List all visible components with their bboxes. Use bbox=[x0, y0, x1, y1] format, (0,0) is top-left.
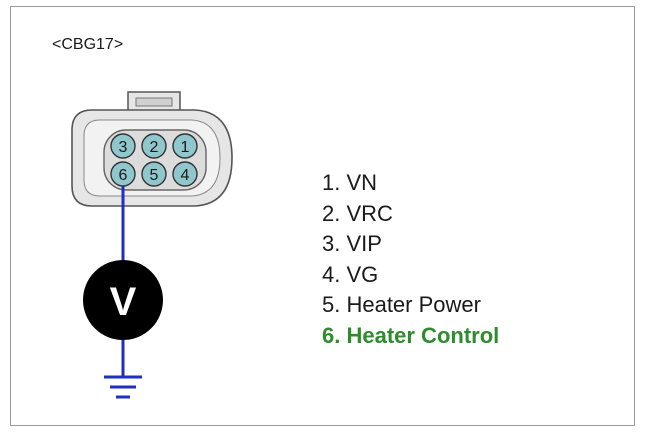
ground-symbol-icon bbox=[104, 375, 142, 399]
svg-text:1: 1 bbox=[181, 139, 190, 156]
connector-id-label: <CBG17> bbox=[52, 36, 124, 53]
pin-list-item-2: 2. VRC bbox=[322, 200, 393, 226]
svg-text:6: 6 bbox=[119, 167, 128, 184]
pin-list-item-1: 1. VN bbox=[322, 170, 378, 195]
voltmeter-icon: V bbox=[83, 260, 163, 340]
pin-5: 5 bbox=[141, 161, 167, 187]
pin-list-item-3: 3. VIP bbox=[322, 231, 382, 256]
diagram-frame bbox=[10, 6, 635, 426]
svg-text:2: 2 bbox=[150, 139, 159, 156]
pin-list-item-6: 6. Heater Control bbox=[322, 322, 500, 348]
pin-list-item-4: 4. VG bbox=[322, 261, 379, 287]
svg-text:5: 5 bbox=[150, 167, 159, 184]
pin-function-list: 1. VN 2. VRC 3. VIP 4. VG 5. Heater Powe… bbox=[322, 168, 499, 351]
pin-3: 3 bbox=[110, 133, 136, 159]
pin-list-item-5: 5. Heater Power bbox=[322, 292, 481, 317]
pin-4: 4 bbox=[172, 161, 198, 187]
pin-1: 1 bbox=[172, 133, 198, 159]
svg-text:3: 3 bbox=[119, 139, 128, 156]
pin-2: 2 bbox=[141, 133, 167, 159]
connector-latch bbox=[127, 91, 181, 112]
pin-6: 6 bbox=[110, 161, 136, 187]
svg-text:4: 4 bbox=[181, 167, 190, 184]
svg-text:V: V bbox=[110, 280, 137, 324]
